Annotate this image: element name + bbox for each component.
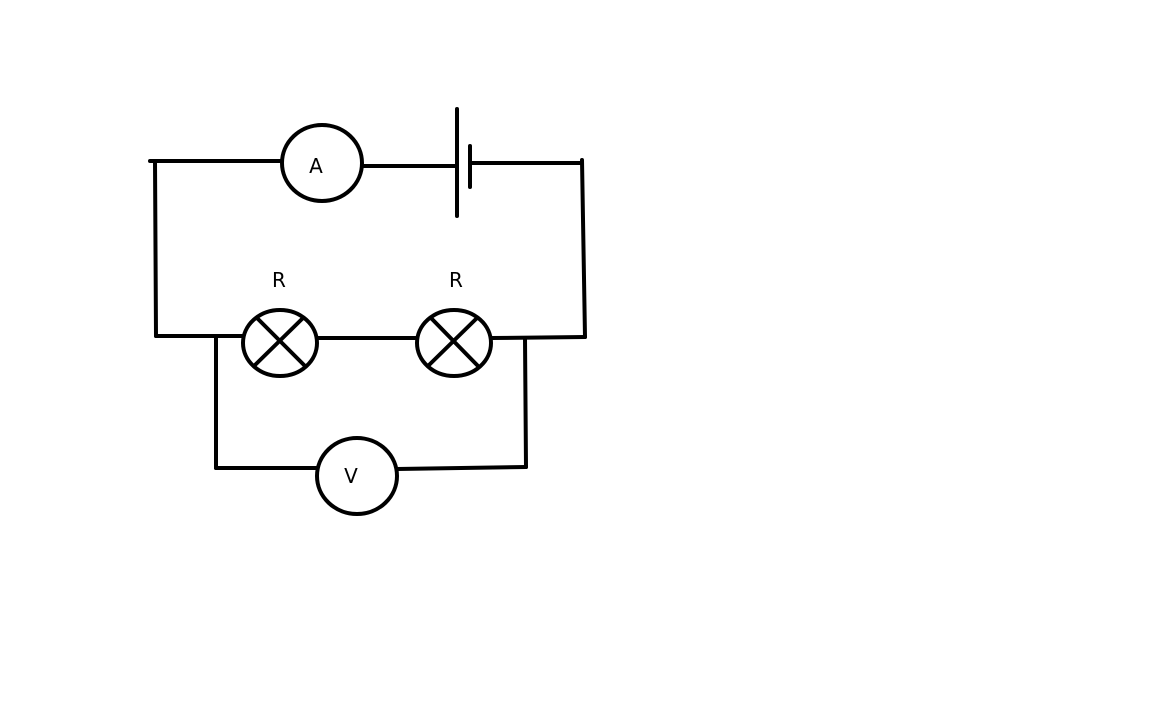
lamp-icon [415, 308, 493, 378]
wire-left-vertical [153, 159, 158, 338]
voltmeter-icon: V [315, 436, 399, 516]
lamp-2-label: R [449, 268, 463, 292]
voltmeter-ring [315, 436, 399, 516]
ammeter-ring [280, 123, 364, 203]
lamp-1-cross-b [252, 316, 305, 368]
lamp-icon [241, 308, 319, 378]
wire-bottom-right [490, 335, 587, 340]
wire-voltmeter-right-vertical [523, 336, 528, 469]
battery-icon [455, 107, 472, 218]
ammeter-icon: A [280, 123, 364, 203]
lamp-2-cross-b [426, 316, 479, 368]
wire-voltmeter-right [395, 465, 528, 471]
voltmeter-label: V [344, 464, 358, 488]
lamp-1-label: R [272, 268, 286, 292]
wire-right-vertical [580, 158, 587, 339]
ammeter-label: A [309, 154, 323, 178]
